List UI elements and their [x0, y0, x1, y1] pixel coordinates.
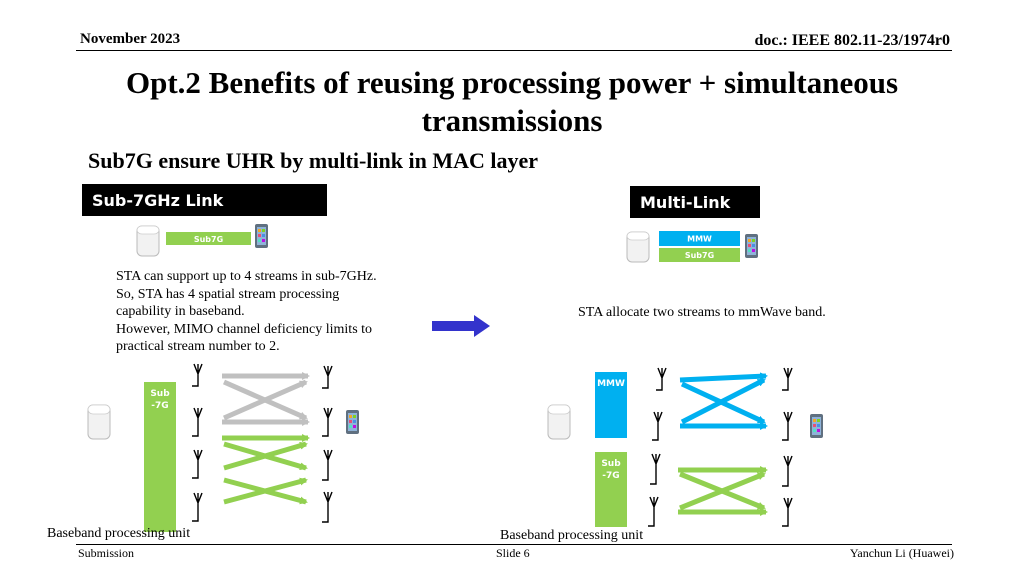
sub7g-block-label: -7G: [602, 471, 619, 481]
left-link-illustration: Sub7G: [136, 224, 268, 257]
header-divider: [76, 50, 952, 51]
rx-antenna-icon: [322, 449, 333, 481]
mmw-link-bar-label: MMW: [687, 235, 712, 244]
sub7g-stream-arrow: [679, 471, 766, 511]
baseband-column-label: Sub: [150, 389, 170, 399]
mmw-block-label: MMW: [597, 379, 625, 389]
ap-router-icon: [87, 404, 111, 440]
sub7g-link-bar: [166, 232, 251, 245]
sub7g-baseband-block: [595, 452, 627, 527]
footer-divider: [76, 544, 952, 545]
router-icon: [626, 231, 650, 263]
sub7ghz-link-label: Sub-7GHz Link: [82, 184, 327, 216]
router-icon: [136, 225, 160, 257]
description-line: STA can support up to 4 streams in sub-7…: [116, 269, 377, 284]
rx-antenna-icon: [782, 497, 793, 527]
mmw-stream-arrow: [679, 372, 768, 383]
description-line: However, MIMO channel deficiency limits …: [116, 321, 373, 337]
ap-router-icon: [547, 404, 571, 440]
right-description: STA allocate two streams to mmWave band.: [578, 305, 826, 320]
sub7g-block-label: Sub: [601, 459, 621, 469]
left-baseband-caption: Baseband processing unit: [47, 526, 191, 541]
tx-antenna-icon: [192, 492, 203, 522]
phone-icon: [255, 224, 268, 248]
rx-antenna-icon: [782, 455, 793, 487]
tx-antenna-icon: [192, 363, 203, 387]
tx-antenna-icon: [656, 367, 667, 391]
footer-author: Yanchun Li (Huawei): [849, 546, 954, 560]
mmw-baseband-block: [595, 372, 627, 438]
description-line: practical stream number to 2.: [116, 339, 280, 354]
transition-arrow-icon: [432, 315, 490, 337]
tx-antenna-icon: [648, 496, 659, 527]
left-mimo-diagram: Sub -7G: [87, 363, 359, 532]
tx-antenna-icon: [192, 449, 203, 479]
description-line: capability in baseband.: [116, 304, 245, 319]
tx-antenna-icon: [192, 407, 203, 437]
tx-antenna-icon: [650, 453, 661, 485]
sub7g-link-bar-label: Sub7G: [194, 235, 223, 244]
mmw-stream-arrow: [680, 377, 766, 425]
right-mimo-diagram: MMW Sub -7G: [547, 367, 823, 527]
left-description: STA can support up to 4 streams in sub-7…: [116, 268, 416, 356]
sta-phone-icon: [810, 414, 823, 438]
sta-phone-icon: [346, 410, 359, 434]
header-doc-id: doc.: IEEE 802.11-23/1974r0: [754, 32, 950, 49]
rx-antenna-icon: [782, 367, 793, 391]
rx-antenna-icon: [322, 491, 333, 523]
green-stream-arrow: [223, 477, 308, 505]
green-stream-arrow: [223, 441, 308, 471]
sub7g-link-bar: [659, 248, 740, 262]
header-date: November 2023: [80, 31, 181, 47]
right-baseband-caption: Baseband processing unit: [500, 528, 644, 543]
tx-antenna-icon: [652, 411, 663, 441]
description-line: So, STA has 4 spatial stream processing: [116, 286, 340, 302]
phone-icon: [745, 234, 758, 258]
gray-stream-arrow: [222, 379, 308, 421]
multi-link-label: Multi-Link: [630, 186, 760, 218]
rx-antenna-icon: [322, 407, 333, 437]
footer-submission: Submission: [78, 546, 135, 560]
rx-antenna-icon: [782, 411, 793, 441]
mmw-link-bar: [659, 231, 740, 246]
right-link-illustration: MMW Sub7G: [626, 231, 758, 263]
slide-subtitle: Sub7G ensure UHR by multi-link in MAC la…: [88, 148, 539, 173]
footer-slide-number: Slide 6: [496, 546, 530, 560]
sub7g-baseband-column: [144, 382, 176, 532]
slide-title: Opt.2 Benefits of reusing processing pow…: [125, 65, 899, 138]
rx-antenna-icon: [322, 365, 333, 389]
baseband-column-label: -7G: [151, 401, 168, 411]
sub7g-link-bar-label: Sub7G: [685, 251, 714, 260]
